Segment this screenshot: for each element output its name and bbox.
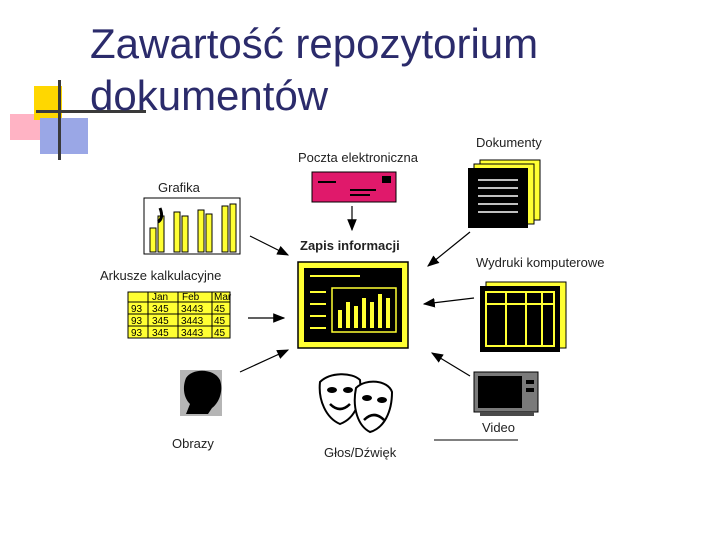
arrows — [239, 206, 475, 377]
sheet-cell: 345 — [152, 316, 169, 327]
video-label: Video — [482, 420, 516, 435]
sheet-header-1: Jan — [152, 292, 168, 303]
theater-masks-icon — [318, 373, 394, 434]
center-label: Zapis informacji — [300, 238, 400, 253]
images-label: Obrazy — [172, 436, 214, 451]
slide-title: Zawartość repozytorium dokumentów — [90, 18, 690, 122]
decor-vertical-line — [58, 80, 61, 160]
sheet-cell: 93 — [131, 316, 143, 327]
decor-horizontal-line — [36, 110, 146, 113]
spreadsheets-label: Arkusze kalkulacyjne — [100, 268, 222, 283]
image-icon — [180, 370, 222, 416]
sheet-cell: 45 — [214, 304, 226, 315]
arrow-video — [430, 352, 471, 377]
sheet-cell: 93 — [131, 328, 143, 339]
sheet-header-3: Mar — [214, 292, 232, 303]
sheet-cell: 3443 — [181, 328, 204, 339]
printouts-label: Wydruki komputerowe — [476, 255, 605, 270]
sound-label: Głos/Dźwięk — [324, 445, 397, 460]
sheet-cell: 93 — [131, 304, 143, 315]
sheet-cell: 345 — [152, 328, 169, 339]
email-icon — [311, 171, 397, 203]
sheet-cell: 45 — [214, 316, 226, 327]
sheet-cell: 45 — [214, 328, 226, 339]
storage-icon — [297, 261, 409, 349]
documents-label: Dokumenty — [476, 135, 542, 150]
decor-yellow-square — [34, 86, 62, 120]
arrow-images — [239, 349, 290, 373]
documents-icon — [468, 159, 541, 228]
title-line-1: Zawartość repozytorium — [90, 20, 539, 67]
spreadsheet-icon: Jan Feb Mar 93 345 3443 45 93 345 3443 4… — [127, 291, 232, 339]
arrow-documents — [427, 231, 471, 267]
arrow-graphics — [249, 235, 290, 256]
sheet-header-2: Feb — [182, 292, 200, 303]
video-icon — [473, 371, 539, 416]
graphics-icon — [143, 197, 241, 255]
arrow-printouts — [422, 297, 475, 308]
printout-icon — [480, 281, 567, 352]
decor-blue-square — [40, 118, 88, 154]
title-line-2: dokumentów — [90, 72, 329, 119]
graphics-label: Grafika — [158, 180, 200, 195]
sheet-cell: 3443 — [181, 316, 204, 327]
sheet-cell: 3443 — [181, 304, 204, 315]
sheet-cell: 345 — [152, 304, 169, 315]
email-label: Poczta elektroniczna — [298, 150, 418, 165]
